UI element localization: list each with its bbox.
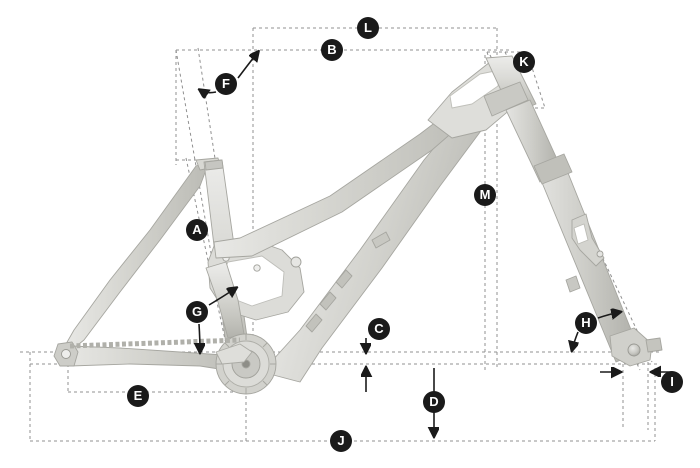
pivot-mid [253, 264, 261, 272]
downtube-rib-4 [371, 231, 391, 249]
label-badge-h[interactable]: H [575, 312, 597, 334]
brake-mount-cutout [573, 223, 589, 245]
arrow-h-down [572, 331, 578, 350]
label-badge-f[interactable]: F [215, 73, 237, 95]
arrow-f-left [200, 90, 217, 93]
guide-seat-axis [175, 49, 233, 376]
label-badge-m[interactable]: M [474, 184, 496, 206]
bike-frame-artwork [53, 55, 663, 395]
dimension-arrows [199, 52, 672, 436]
seat-stay [65, 163, 207, 349]
label-badge-b[interactable]: B [321, 39, 343, 61]
arrow-h-right [597, 312, 620, 318]
downtube-rib-1 [335, 269, 353, 289]
label-badge-a[interactable]: A [186, 219, 208, 241]
rear-axle [61, 349, 71, 359]
brake-bolt [596, 250, 604, 258]
bb-shell [215, 343, 253, 365]
label-badge-d[interactable]: D [423, 391, 445, 413]
axle-end-cap [645, 337, 663, 353]
arrow-g-down [199, 323, 200, 352]
chainring-teeth [216, 334, 276, 394]
front-axle [627, 343, 641, 357]
head-gusset-cutout [449, 69, 501, 109]
downtube-rib-2 [319, 291, 337, 311]
pivot-upper [290, 256, 302, 268]
label-badge-c[interactable]: C [368, 318, 390, 340]
fork-crown-band [533, 153, 573, 185]
label-badge-l[interactable]: L [357, 17, 379, 39]
label-badge-g[interactable]: G [186, 301, 208, 323]
head-tube-lower-cup [483, 81, 529, 117]
label-badge-e[interactable]: E [127, 385, 149, 407]
arrow-g-up [208, 288, 236, 306]
chain [69, 337, 241, 349]
arrow-f-up [237, 52, 258, 79]
seat-clamp [204, 159, 224, 171]
downtube-rib-3 [305, 313, 323, 333]
label-badge-k[interactable]: K [513, 51, 535, 73]
label-badge-i[interactable]: I [661, 371, 683, 393]
fork-cable-guide [565, 275, 581, 293]
label-badge-j[interactable]: J [330, 430, 352, 452]
guide-headtube-right [526, 51, 546, 109]
